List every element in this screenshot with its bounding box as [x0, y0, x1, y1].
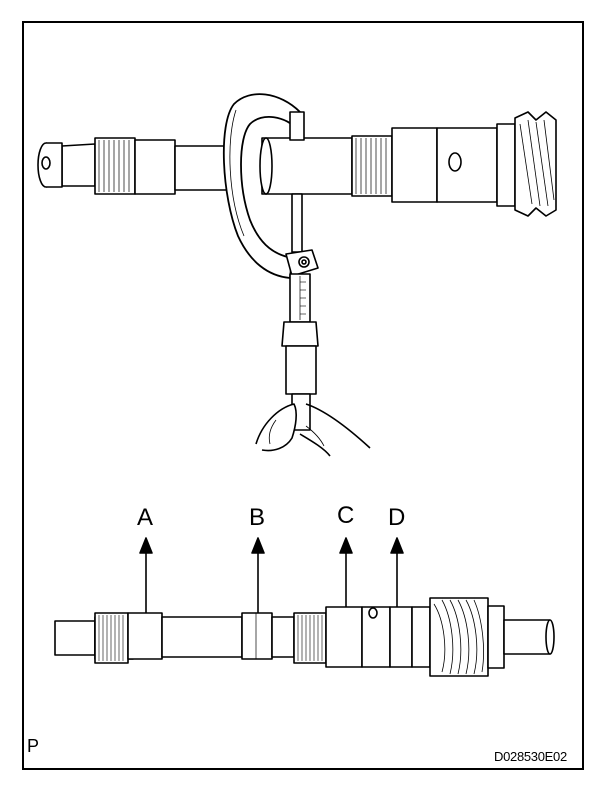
- figure-code: D028530E02: [494, 749, 567, 764]
- point-c-label: C: [337, 502, 355, 529]
- point-a-label: A: [137, 504, 154, 531]
- point-b-label: B: [249, 504, 266, 531]
- shaft-measurement-drawing: [37, 93, 557, 457]
- figure-frame: [22, 21, 584, 770]
- measurement-points-diagram: [54, 537, 555, 677]
- point-d-label: D: [388, 504, 406, 531]
- corner-mark: P: [27, 736, 40, 756]
